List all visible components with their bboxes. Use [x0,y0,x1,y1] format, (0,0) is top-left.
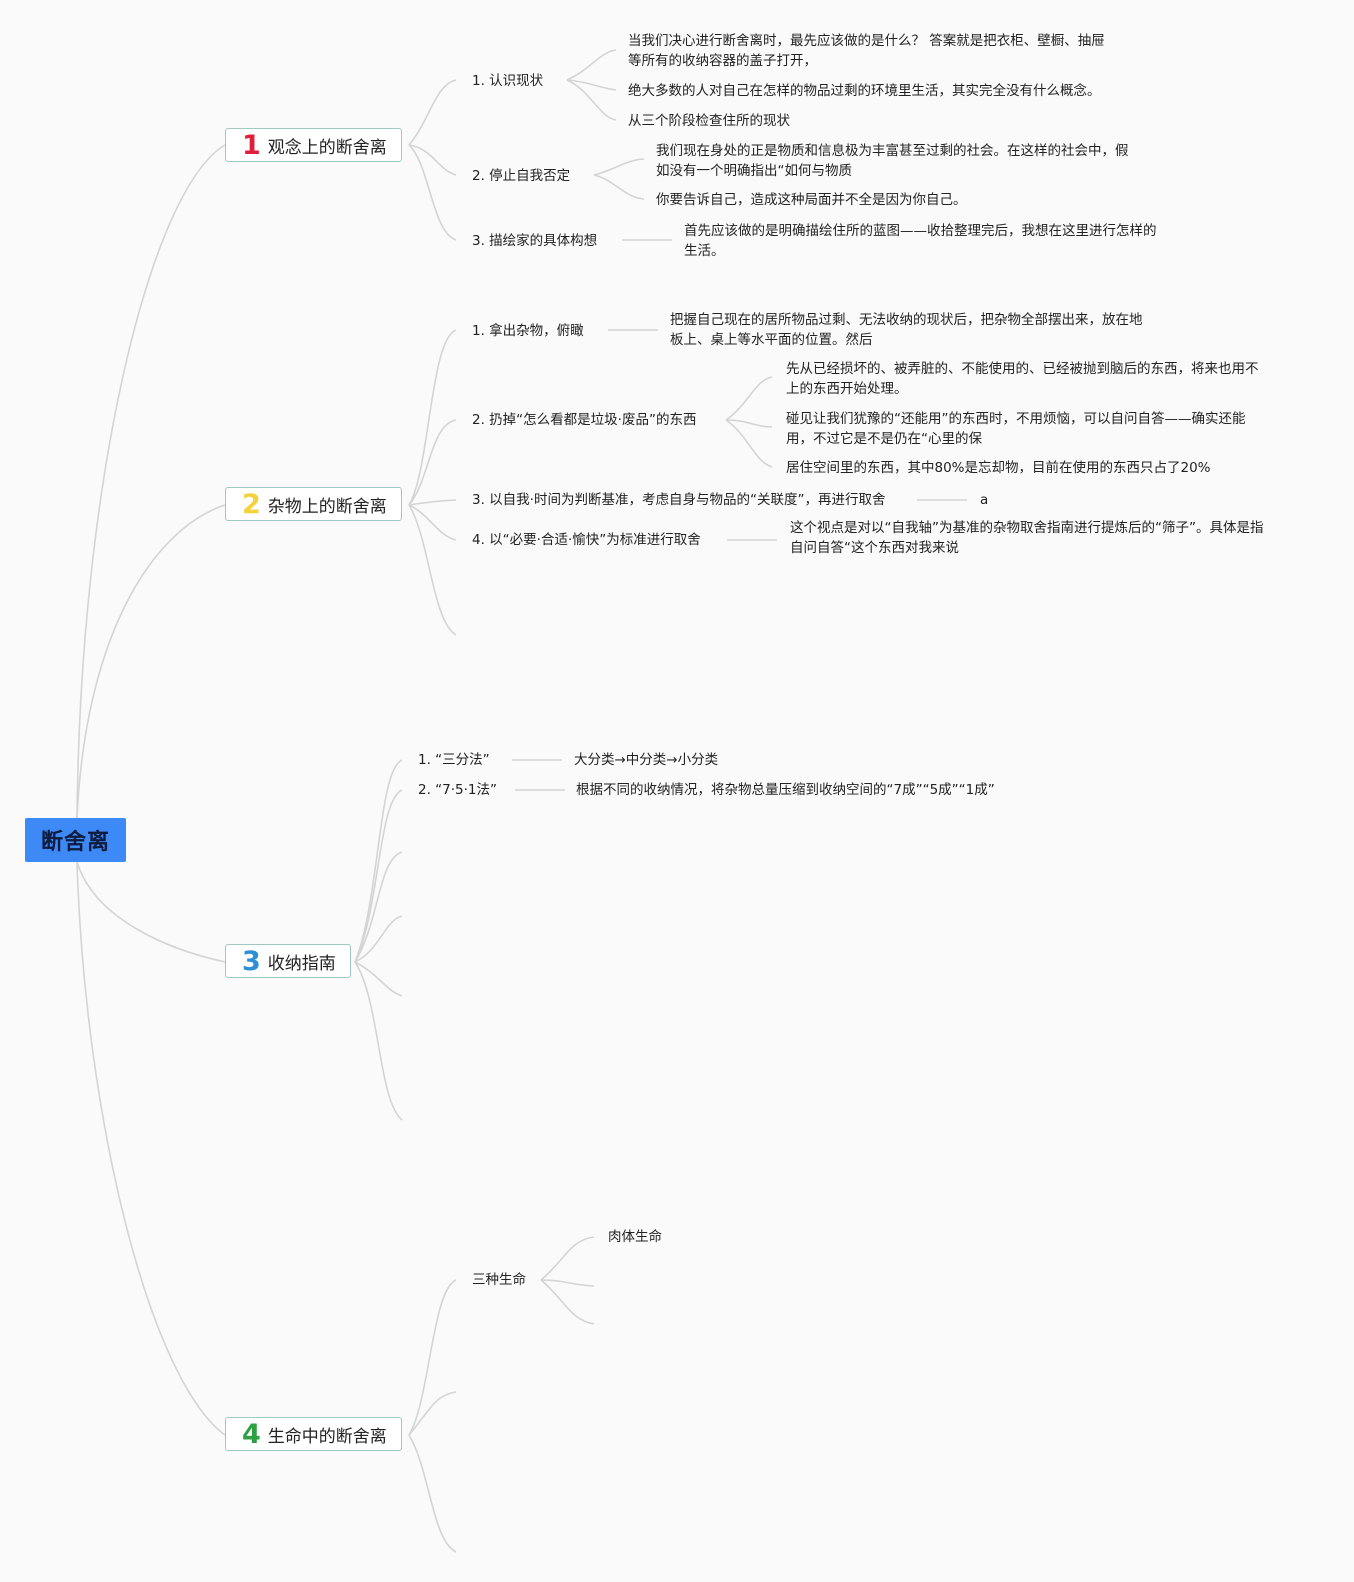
detail-1-1-c[interactable]: 从三个阶段检查住所的现状 [628,113,790,129]
topic-1-2[interactable]: 2. 停止自我否定 [472,168,571,184]
topic-2-2[interactable]: 2. 扔掉“怎么看都是垃圾·废品”的东西 [472,412,697,428]
topic-2-4[interactable]: 4. 以“必要·合适·愉快”为标准进行取舍 [472,532,701,548]
detail-4-1-a[interactable]: 肉体生命 [608,1229,662,1245]
branch-2-node[interactable]: 2 杂物上的断舍离 [225,487,402,521]
branch-3-node[interactable]: 3 收纳指南 [225,944,351,978]
topic-2-3[interactable]: 3. 以自我·时间为判断基准，考虑自身与物品的“关联度”，再进行取舍 [472,492,886,508]
topic-3-2[interactable]: 2. “7·5·1法” [418,782,498,798]
branch-4-node[interactable]: 4 生命中的断舍离 [225,1417,402,1451]
detail-2-2-b-cont[interactable]: 用，不过它是不是仍在“心里的保 [786,431,982,447]
detail-1-2-a[interactable]: 我们现在身处的正是物质和信息极为丰富甚至过剩的社会。在这样的社会中，假 [656,143,1129,159]
root-node[interactable]: 断舍离 [25,818,126,862]
topic-1-3[interactable]: 3. 描绘家的具体构想 [472,233,598,249]
detail-2-1-a-cont[interactable]: 板上、桌上等水平面的位置。然后 [670,332,873,348]
number-1-icon: 1 [242,129,261,161]
detail-2-2-a[interactable]: 先从已经损坏的、被弄脏的、不能使用的、已经被抛到脑后的东西，将来也用不 [786,361,1259,377]
detail-1-1-a[interactable]: 当我们决心进行断舍离时，最先应该做的是什么？ 答案就是把衣柜、壁橱、抽屉 [628,33,1105,49]
detail-2-2-a-cont[interactable]: 上的东西开始处理。 [786,381,908,397]
branch-1-node[interactable]: 1 观念上的断舍离 [225,128,402,162]
detail-2-1-a[interactable]: 把握自己现在的居所物品过剩、无法收纳的现状后，把杂物全部摆出来，放在地 [670,312,1143,328]
detail-1-1-a-cont[interactable]: 等所有的收纳容器的盖子打开， [628,53,817,69]
branch-3-label: 收纳指南 [267,953,336,974]
branch-2-label: 杂物上的断舍离 [267,496,387,517]
detail-2-2-c[interactable]: 居住空间里的东西，其中80%是忘却物，目前在使用的东西只占了20% [786,460,1211,476]
topic-3-1[interactable]: 1. “三分法” [418,752,490,768]
topic-4-1[interactable]: 三种生命 [472,1272,526,1288]
detail-1-1-b[interactable]: 绝大多数的人对自己在怎样的物品过剩的环境里生活，其实完全没有什么概念。 [628,83,1101,99]
detail-1-2-a-cont[interactable]: 如没有一个明确指出“如何与物质 [656,163,852,179]
number-2-icon: 2 [242,488,261,520]
detail-3-2-a[interactable]: 根据不同的收纳情况，将杂物总量压缩到收纳空间的“7成”“5成”“1成” [576,782,995,798]
topic-1-1[interactable]: 1. 认识现状 [472,73,544,89]
detail-2-4-a-cont[interactable]: 自问自答“这个东西对我来说 [790,540,959,556]
number-4-icon: 4 [242,1418,261,1450]
detail-1-3-a-cont[interactable]: 生活。 [684,243,725,259]
detail-2-3-a[interactable]: a [980,492,989,508]
number-3-icon: 3 [242,945,261,977]
detail-2-2-b[interactable]: 碰见让我们犹豫的“还能用”的东西时，不用烦恼，可以自问自答——确实还能 [786,411,1246,427]
detail-1-3-a[interactable]: 首先应该做的是明确描绘住所的蓝图——收拾整理完后，我想在这里进行怎样的 [684,223,1157,239]
topic-2-1[interactable]: 1. 拿出杂物，俯瞰 [472,323,584,339]
branch-1-label: 观念上的断舍离 [267,137,387,158]
detail-1-2-b[interactable]: 你要告诉自己，造成这种局面并不全是因为你自己。 [656,192,967,208]
branch-4-label: 生命中的断舍离 [267,1426,387,1447]
detail-3-1-a[interactable]: 大分类→中分类→小分类 [574,752,719,768]
detail-2-4-a[interactable]: 这个视点是对以“自我轴”为基准的杂物取舍指南进行提炼后的“筛子”。具体是指 [790,520,1264,536]
